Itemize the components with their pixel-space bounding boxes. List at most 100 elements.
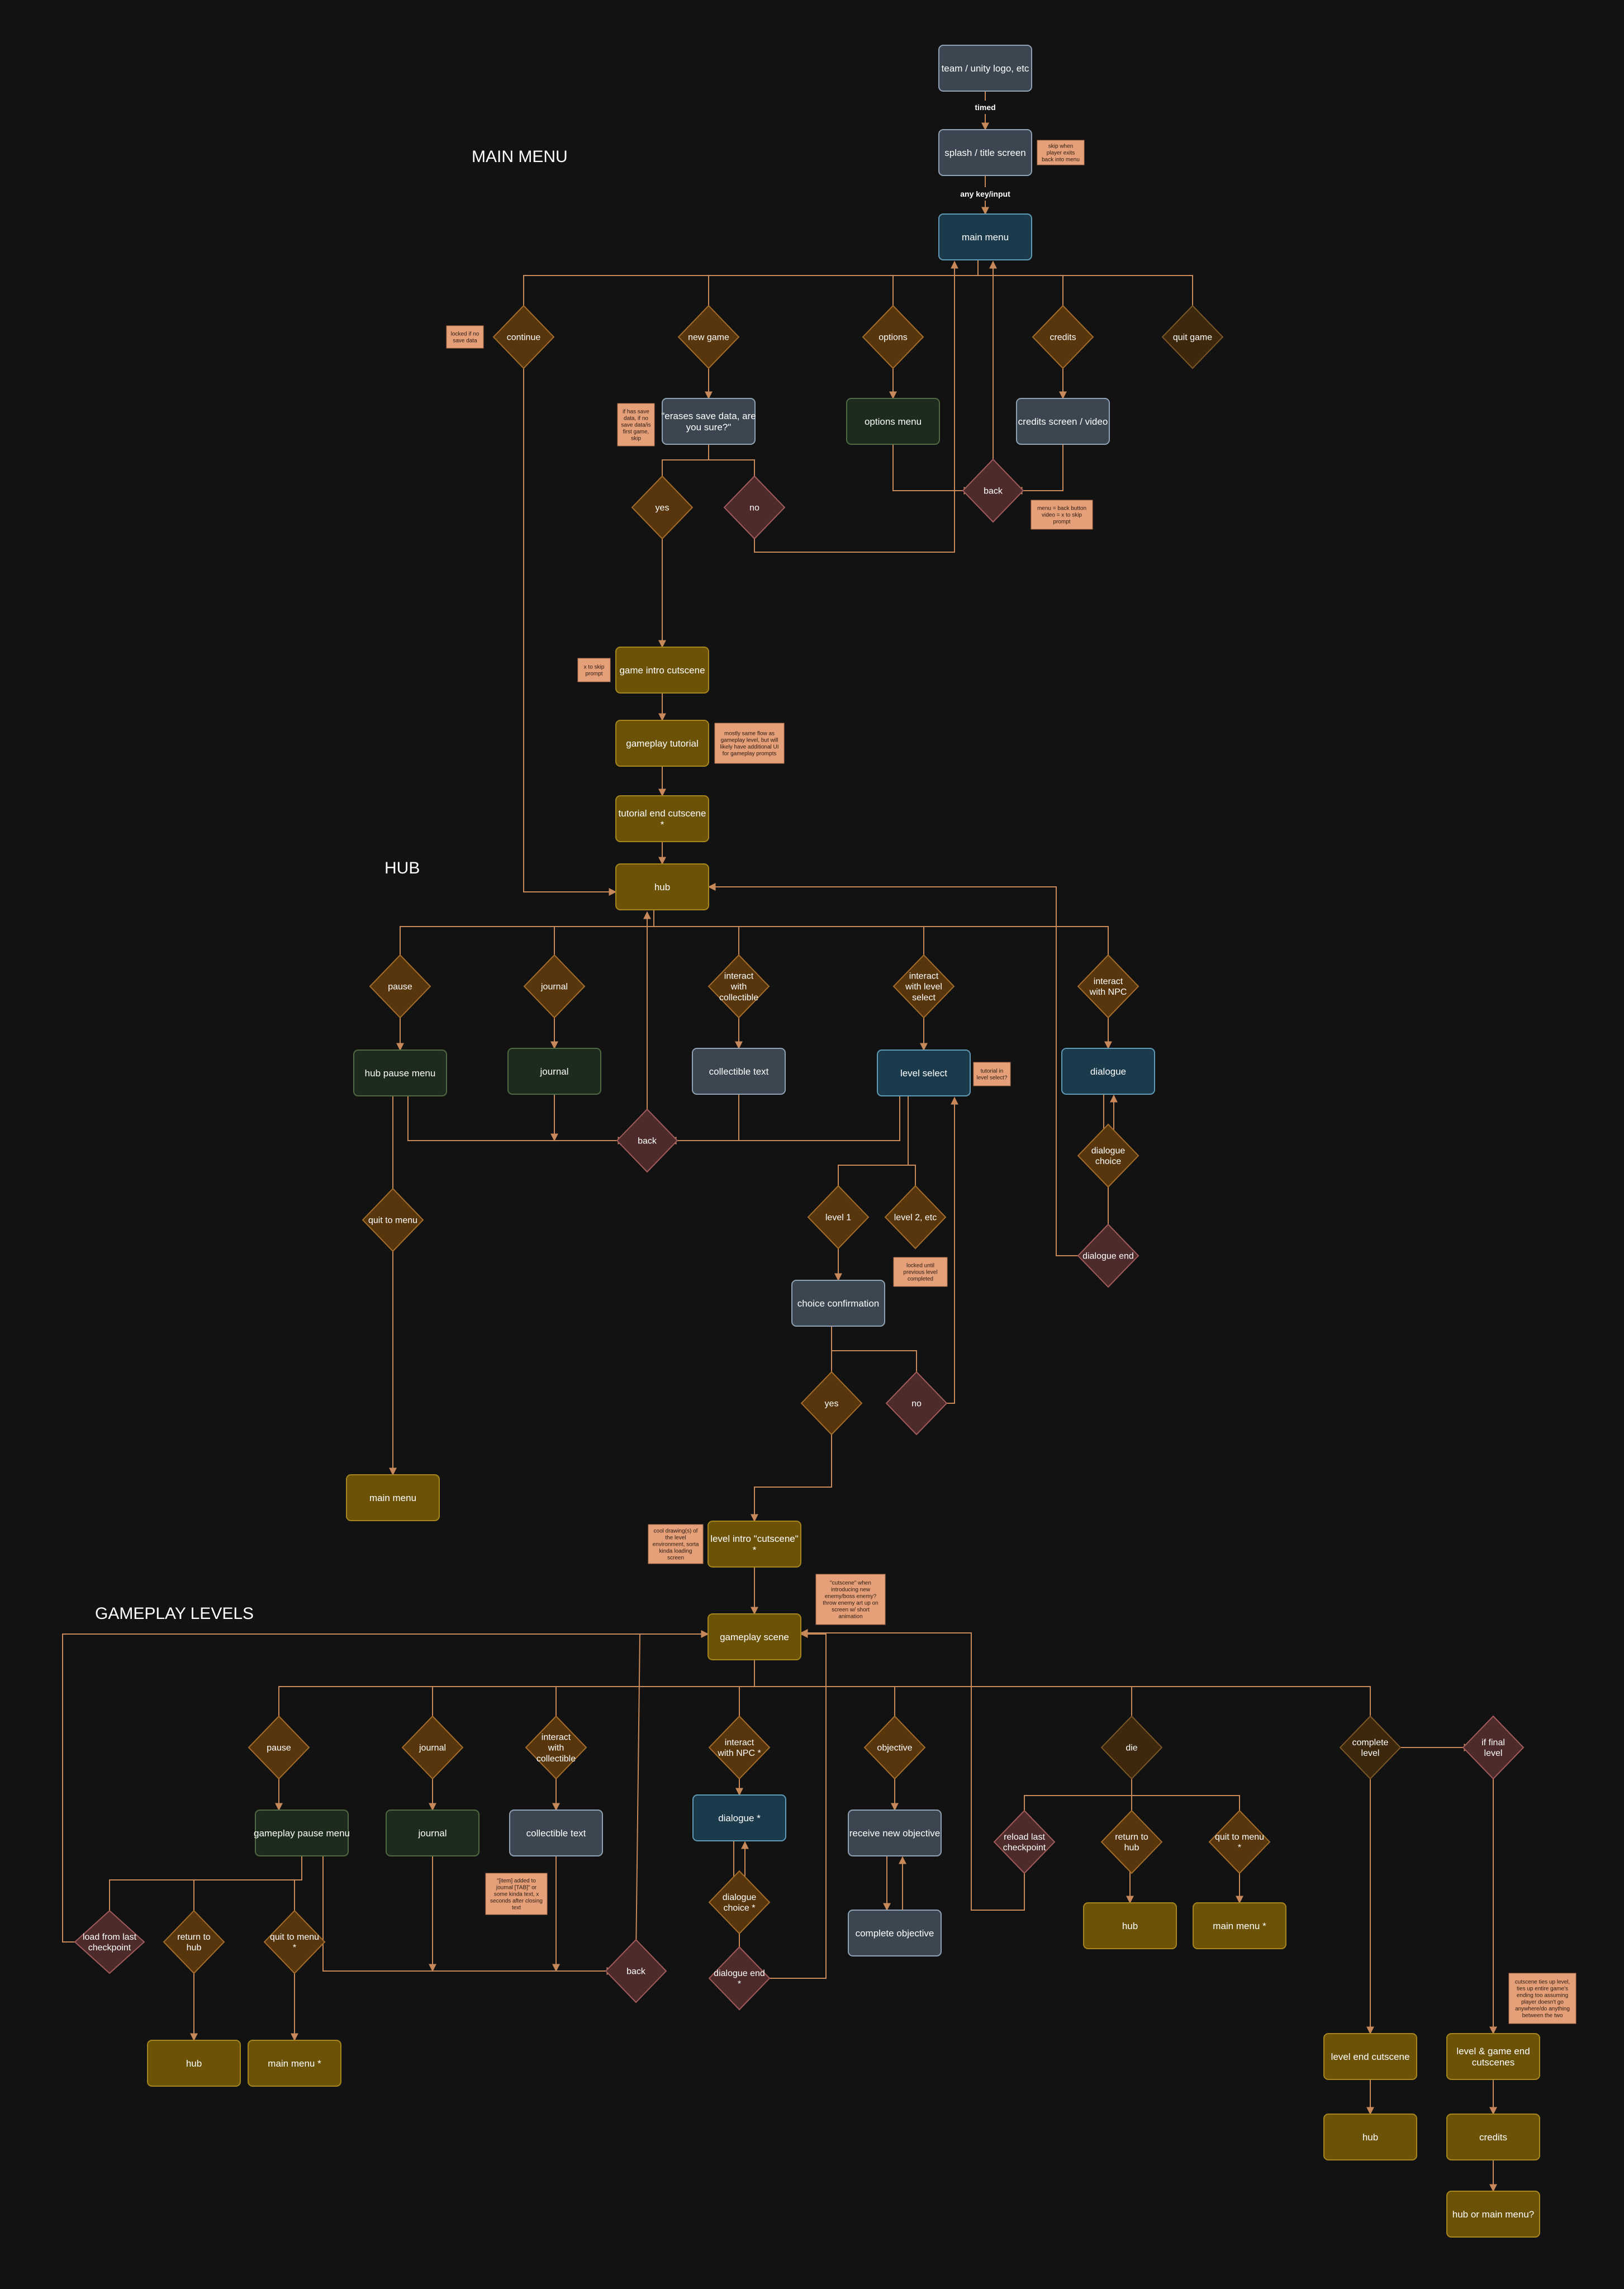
node-label: journal — [417, 1828, 447, 1839]
connector-81 — [1132, 1795, 1243, 1827]
connector-79 — [1020, 1763, 1132, 1827]
node-label: objective — [877, 1744, 912, 1753]
node-level-intro: level intro "cutscene"* — [707, 1521, 801, 1568]
node-label: hub — [1362, 2132, 1378, 2143]
connector-66 — [62, 1630, 709, 1943]
node-no1: no — [723, 475, 786, 540]
node-gp-die-menu-d: quit to menu* — [1208, 1810, 1271, 1874]
node-hub-dialogue: dialogue — [1061, 1048, 1155, 1095]
node-label: no — [911, 1399, 922, 1409]
node-level2: level 2, etc — [884, 1185, 947, 1250]
node-label: credits — [1050, 333, 1076, 343]
node-label: main menu * — [268, 2058, 321, 2069]
connector-69 — [322, 1856, 615, 1975]
connector-57 — [754, 1686, 1374, 1733]
node-label: game intro cutscene — [619, 665, 705, 676]
node-label: yes — [656, 504, 669, 513]
node-label: dialogue end — [1082, 1252, 1134, 1261]
node-label: new game — [688, 333, 729, 343]
node-gp-dialogue-end: dialogue end* — [708, 1946, 771, 2011]
node-label: receive new objective — [849, 1828, 941, 1839]
node-hub-pause: pause — [369, 954, 431, 1019]
node-gp-die-menu: main menu * — [1193, 1902, 1286, 1949]
connector-2 — [520, 260, 979, 322]
node-label: hub — [186, 2058, 202, 2069]
node-gp-collect-text: collectible text — [509, 1810, 603, 1856]
node-gp-journal-d: journal — [401, 1715, 464, 1780]
node-credits-screen: credits screen / video — [1016, 398, 1110, 445]
node-label: pause — [267, 1744, 291, 1753]
node-label: hub or main menu? — [1452, 2209, 1534, 2220]
node-label: options — [879, 333, 908, 343]
node-label: back — [626, 1967, 646, 1977]
connector-43 — [834, 1096, 909, 1203]
connector-6 — [978, 275, 1193, 321]
node-gp-hub: hub — [147, 2040, 241, 2087]
node-label: choice confirmation — [797, 1298, 879, 1309]
connector-14 — [892, 444, 972, 495]
connector-42 — [707, 883, 1086, 1256]
node-gp-die: die — [1100, 1715, 1163, 1780]
node-label: options menu — [865, 416, 922, 427]
node-label: gameplay scene — [720, 1632, 789, 1642]
node-gp-complete-obj: complete objective — [848, 1910, 942, 1956]
node-hub-collect-text: collectible text — [692, 1048, 786, 1095]
node-label: pause — [388, 982, 412, 992]
connector-63 — [106, 1856, 302, 1927]
node-label: splash / title screen — [944, 148, 1026, 158]
node-gp-back: back — [605, 1939, 667, 2003]
node-gp-main-menu: main menu * — [248, 2040, 341, 2087]
node-label: level select — [900, 1068, 947, 1079]
node-gp-quit-menu-d: quit to menu* — [263, 1910, 326, 1974]
connector-47 — [832, 1350, 920, 1389]
node-label: collectible text — [526, 1828, 586, 1839]
connector-26 — [654, 926, 1112, 972]
node-level1: level 1 — [807, 1185, 870, 1250]
node-label: dialogue * — [718, 1813, 761, 1823]
node-label: main menu — [369, 1493, 416, 1503]
node-hub-main-menu: main menu — [346, 1474, 440, 1521]
node-lvl-end-cut: level end cutscene — [1323, 2033, 1417, 2080]
node-hub-journal: journal — [507, 1048, 601, 1095]
connector-48 — [939, 1096, 958, 1404]
node-options: options — [862, 305, 924, 369]
node-gp-objective-d: objective — [863, 1715, 926, 1780]
node-main-menu: main menu — [938, 213, 1032, 260]
node-gp-journal: journal — [386, 1810, 479, 1856]
node-no2: no — [885, 1371, 948, 1436]
node-options-menu: options menu — [846, 398, 940, 445]
connector-35 — [668, 1096, 900, 1144]
node-level-select: level select — [877, 1049, 971, 1096]
node-hub: hub — [615, 863, 709, 910]
node-label: gameplay tutorial — [626, 738, 698, 749]
node-back1: back — [962, 458, 1024, 523]
node-label: credits — [1479, 2132, 1507, 2143]
connector-34 — [668, 1094, 739, 1144]
node-label: die — [1126, 1744, 1137, 1753]
